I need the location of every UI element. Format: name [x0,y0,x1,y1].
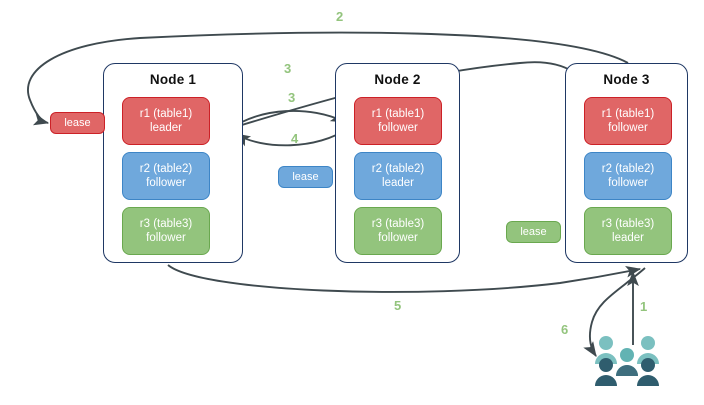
lease-label: lease [520,226,547,238]
step-label-6: 6 [561,322,569,337]
arrow-step-3-to-node2 [231,109,347,129]
replica-n2-r1[interactable]: r1 (table1) follower [354,97,442,145]
replica-n3-r2[interactable]: r2 (table2) follower [584,152,672,200]
lease-token-blue[interactable]: lease [278,166,333,188]
replica-n2-r3[interactable]: r3 (table3) follower [354,207,442,255]
lease-label: lease [64,117,91,129]
replica-role: follower [608,177,648,189]
replica-name: r3 (table3) [601,218,655,230]
node-box-2[interactable]: Node 2 r1 (table1) follower r2 (table2) … [335,63,460,263]
replica-name: r2 (table2) [139,163,193,175]
step-label-2: 2 [336,9,344,24]
step-label-4: 4 [291,131,299,146]
replica-name: r3 (table3) [139,218,193,230]
step-label-1: 1 [640,299,648,314]
replica-n3-r3[interactable]: r3 (table3) leader [584,207,672,255]
replica-role: follower [608,122,648,134]
node-title-3: Node 3 [603,72,650,87]
users-group-icon [595,336,659,386]
replica-n1-r2[interactable]: r2 (table2) follower [122,152,210,200]
node-box-3[interactable]: Node 3 r1 (table1) follower r2 (table2) … [565,63,688,263]
lease-label: lease [292,171,319,183]
replica-role: follower [378,232,418,244]
replica-n2-r2[interactable]: r2 (table2) leader [354,152,442,200]
arrow-step-5 [167,264,642,293]
replica-role: follower [146,177,186,189]
replica-role: leader [612,232,644,244]
replica-n3-r1[interactable]: r1 (table1) follower [584,97,672,145]
replica-n1-r1[interactable]: r1 (table1) leader [122,97,210,145]
node-title-1: Node 1 [149,72,197,87]
replica-name: r1 (table1) [371,108,425,120]
replica-role: follower [146,232,186,244]
replica-role: leader [150,122,182,134]
replica-n1-r3[interactable]: r3 (table3) follower [122,207,210,255]
step-label-3a: 3 [284,61,292,76]
node-title-2: Node 2 [374,72,421,87]
replica-name: r2 (table2) [601,163,655,175]
replica-name: r1 (table1) [601,108,655,120]
lease-token-red[interactable]: lease [50,112,105,134]
replica-name: r1 (table1) [139,108,193,120]
node-box-1[interactable]: Node 1 r1 (table1) leader r2 (table2) fo… [103,63,243,263]
replica-name: r2 (table2) [371,163,425,175]
replica-role: leader [382,177,414,189]
replica-role: follower [378,122,418,134]
step-label-5: 5 [394,298,402,313]
lease-token-green[interactable]: lease [506,221,561,243]
replica-name: r3 (table3) [371,218,425,230]
step-label-3b: 3 [288,90,296,105]
